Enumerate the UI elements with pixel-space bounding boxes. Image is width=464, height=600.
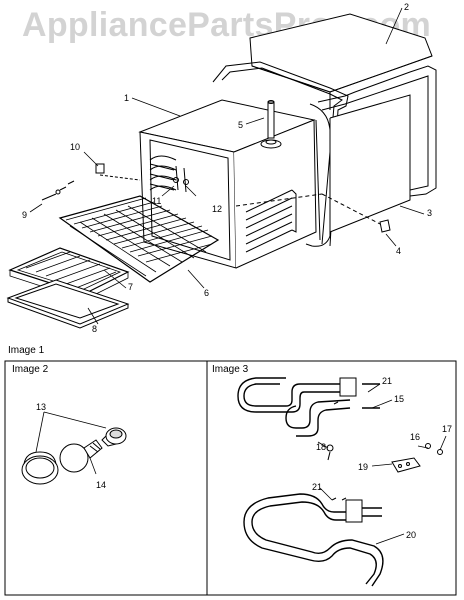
callout-15: 15 (394, 394, 404, 404)
broil-element-part-20 (243, 493, 384, 587)
caption-image-3: Image 3 (212, 364, 249, 375)
small-parts-16-17-18-19-21 (326, 401, 443, 501)
image-2-3-frame (4, 360, 457, 596)
callout-4: 4 (396, 246, 401, 256)
callout-14: 14 (96, 480, 106, 490)
callout-17: 17 (442, 424, 452, 434)
callout-16: 16 (410, 432, 420, 442)
callout-21-lower: 21 (312, 482, 322, 492)
callout-10: 10 (70, 142, 80, 152)
bake-element-part-15 (237, 377, 380, 437)
callout-9: 9 (22, 210, 27, 220)
oven-rack-part-6 (58, 195, 220, 283)
callout-8: 8 (92, 324, 97, 334)
callout-2: 2 (404, 2, 409, 12)
callout-12: 12 (212, 204, 222, 214)
callout-1: 1 (124, 93, 129, 103)
callout-18: 18 (316, 442, 326, 452)
leader-lines-image-1 (29, 7, 425, 325)
callouts-image-1: 1 2 3 4 5 6 7 8 9 10 11 12 (22, 2, 432, 334)
callouts-image-2: 13 14 (36, 402, 106, 490)
callout-7: 7 (128, 282, 133, 292)
callout-6: 6 (204, 288, 209, 298)
leader-lines-image-3 (317, 383, 447, 545)
oven-cabinet-part-2 (249, 13, 433, 110)
callout-3: 3 (427, 208, 432, 218)
callout-19: 19 (358, 462, 368, 472)
callout-11: 11 (152, 196, 161, 206)
lamp-bulb-part-14 (59, 439, 103, 473)
callout-21-upper: 21 (382, 376, 392, 386)
caption-image-2: Image 2 (12, 364, 49, 375)
broil-pan-insert-part-8 (6, 279, 130, 329)
sensor-part-5 (260, 100, 282, 149)
callouts-image-3: 21 15 16 17 18 19 21 20 (312, 376, 452, 540)
caption-image-1: Image 1 (8, 345, 45, 356)
oven-liner-part-1 (138, 99, 317, 269)
oven-body-part-3 (212, 61, 437, 247)
callout-5: 5 (238, 120, 243, 130)
leader-lines-image-2 (35, 411, 107, 475)
callout-20: 20 (406, 530, 416, 540)
callout-13: 13 (36, 402, 46, 412)
lamp-lens-part-13 (21, 427, 127, 485)
small-parts-9-10-11-12 (41, 163, 391, 233)
